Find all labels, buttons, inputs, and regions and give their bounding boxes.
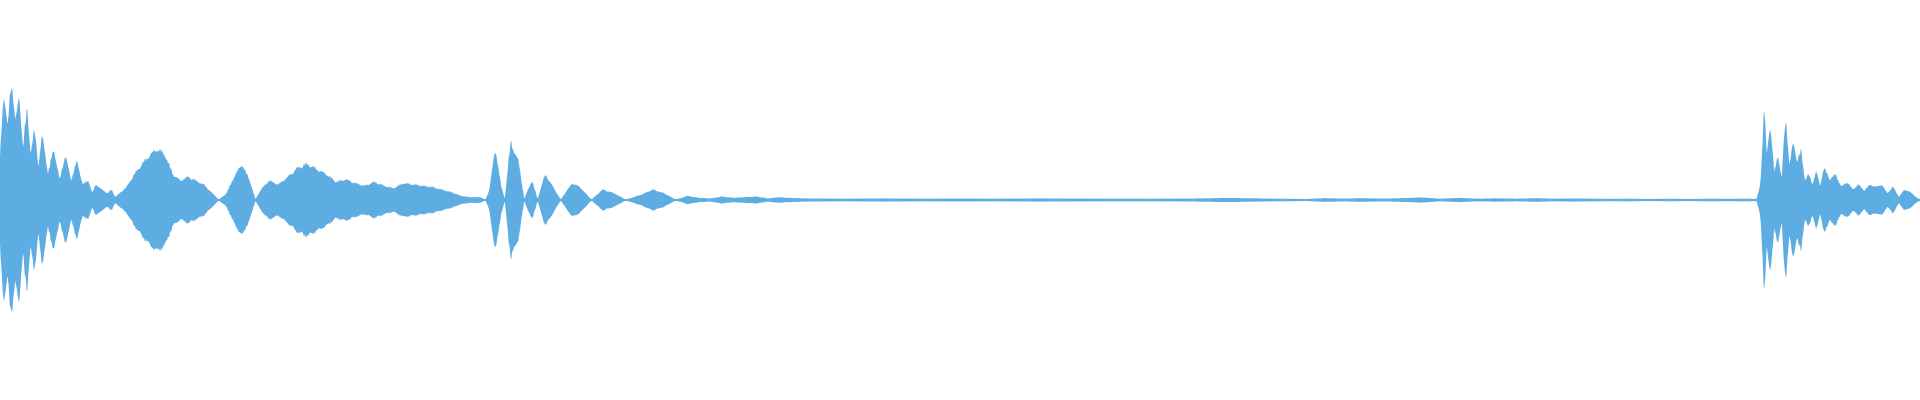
waveform-shape bbox=[0, 88, 1920, 312]
